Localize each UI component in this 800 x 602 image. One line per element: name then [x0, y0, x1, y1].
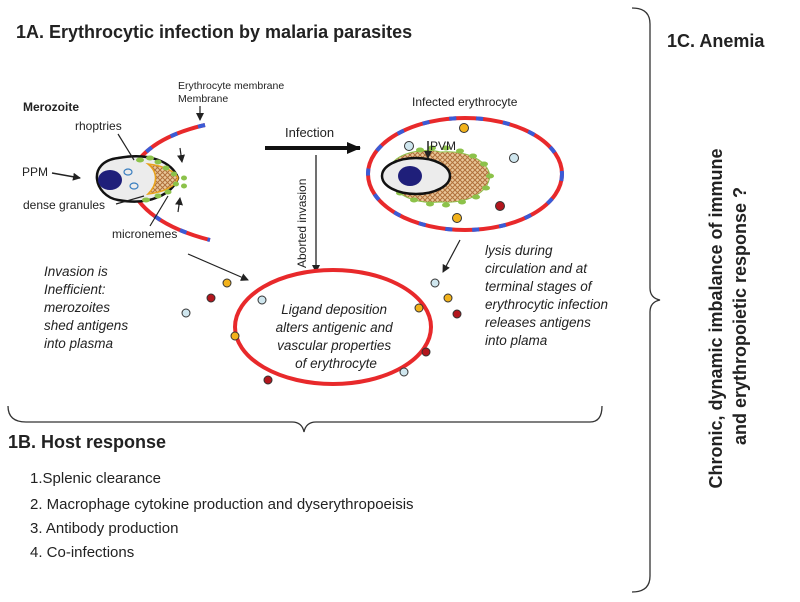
micronemes-pointer [149, 195, 169, 227]
anemia-vertical-text: Chronic, dynamic imbalance of immune and… [706, 143, 750, 488]
ppm-label: PPM [22, 165, 48, 179]
left-text-line: merozoites [44, 300, 110, 315]
merozoite-label: Merozoite [23, 100, 79, 114]
section-a-title: 1A. Erythrocytic infection by malaria pa… [16, 22, 412, 42]
anemia-text-line: and erythropoietic response ? [730, 187, 750, 445]
pvm-granules [396, 145, 494, 208]
section-b-title: 1B. Host response [8, 432, 166, 452]
ligand-erythrocyte [233, 268, 433, 386]
pvm-label: PVM [430, 139, 456, 153]
rhoptries-label: rhoptries [75, 119, 122, 133]
rhoptries-pointer [117, 133, 135, 161]
micronemes-label: micronemes [112, 227, 177, 241]
infected-erythrocyte-title: Infected erythrocyte [412, 95, 518, 109]
antigens-right [399, 278, 462, 377]
merozoite-nucleus [98, 170, 122, 190]
right-text-line: erythrocytic infection [485, 297, 608, 312]
left-text-line: Invasion is [44, 264, 108, 279]
antigens-infected [404, 123, 519, 223]
vertical-brace [631, 7, 661, 593]
host-response-item: 4. Co-infections [30, 544, 134, 561]
left-text-line: Inefficient: [44, 282, 106, 297]
left-text-line: into plasma [44, 336, 114, 351]
horizontal-brace [7, 405, 603, 433]
section-c-title: 1C. Anemia [667, 31, 765, 51]
ppm-pointer [51, 172, 81, 181]
left-text-line: shed antigens [44, 318, 128, 333]
antigens-left [181, 278, 273, 385]
center-text-line: of erythrocyte [295, 356, 377, 371]
center-text-line: vascular properties [277, 338, 391, 353]
host-response-item: 3. Antibody production [30, 520, 178, 537]
granules [136, 155, 187, 203]
left-description: Invasion is Inefficient: merozoites shed… [44, 264, 132, 351]
infection-label: Infection [285, 125, 334, 140]
parasite-nucleus [398, 166, 422, 186]
left-pointer-arrow [187, 253, 249, 281]
membrane-label: Membrane [178, 93, 228, 105]
aborted-invasion-label: Aborted invasion [295, 179, 309, 268]
erythrocyte-membrane-label: Erythrocyte membrane [178, 80, 284, 92]
right-description: lysis during circulation and at terminal… [485, 243, 612, 348]
center-description: Ligand deposition alters antigenic and v… [276, 302, 397, 371]
dense-granules-pointer [115, 195, 145, 205]
right-pointer-arrow [442, 239, 461, 273]
host-response-item: 1.Splenic clearance [30, 470, 161, 487]
right-text-line: releases antigens [485, 315, 591, 330]
merozoite-invasion-diagram [95, 123, 211, 242]
membrane-indent-arrow-bottom [175, 197, 183, 213]
membrane-indent-arrow-top [177, 147, 185, 163]
infected-erythrocyte [366, 116, 564, 232]
anemia-text-line: Chronic, dynamic imbalance of immune [706, 148, 726, 488]
right-text-line: circulation and at [485, 261, 588, 276]
center-text-line: Ligand deposition [281, 302, 387, 317]
dense-granules-label: dense granules [23, 198, 105, 212]
host-response-item: 2. Macrophage cytokine production and dy… [30, 496, 414, 513]
center-text-line: alters antigenic and [276, 320, 394, 335]
right-text-line: into plama [485, 333, 548, 348]
right-text-line: lysis during [485, 243, 553, 258]
right-text-line: terminal stages of [485, 279, 593, 294]
